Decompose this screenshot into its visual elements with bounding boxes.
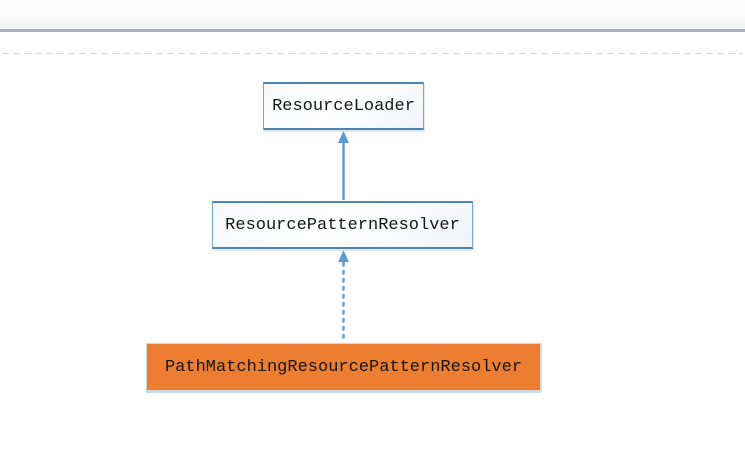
node-path-matching-label: PathMatchingResourcePatternResolver <box>164 357 523 377</box>
node-resource-pattern-resolver: ResourcePatternResolver <box>212 201 473 249</box>
node-resource-loader: ResourceLoader <box>263 82 424 130</box>
arrow-solid-extends <box>338 131 349 200</box>
dashed-separator <box>2 53 743 54</box>
node-path-matching-resource-pattern-resolver: PathMatchingResourcePatternResolver <box>146 343 541 391</box>
page-header-bar <box>0 0 745 32</box>
node-resource-loader-label: ResourceLoader <box>272 96 415 116</box>
node-resource-pattern-resolver-label: ResourcePatternResolver <box>225 215 460 235</box>
arrow-dashed-implements <box>338 250 349 342</box>
